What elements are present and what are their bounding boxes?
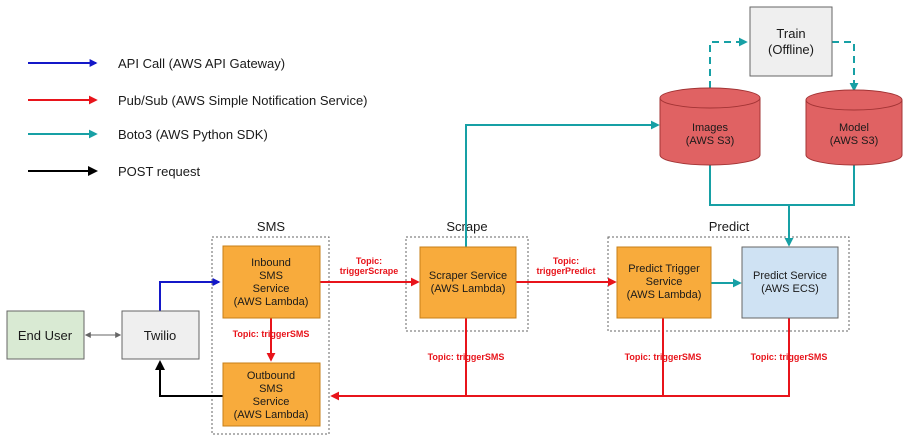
train-label-1: Train xyxy=(776,26,805,41)
end-user-label: End User xyxy=(18,328,73,343)
outbound-sms-node[interactable]: Outbound SMS Service (AWS Lambda) xyxy=(222,362,321,427)
inbound-label-3: Service xyxy=(253,283,290,295)
model-label-1: Model xyxy=(839,122,869,134)
predict-service-node[interactable]: Predict Service (AWS ECS) xyxy=(741,246,839,319)
twilio-node[interactable]: Twilio xyxy=(121,310,200,360)
predict-trigger-label-1: Predict Trigger xyxy=(628,263,700,275)
outbound-label-2: SMS xyxy=(259,383,283,395)
legend-api-label: API Call (AWS API Gateway) xyxy=(118,56,285,71)
edge-train-model xyxy=(832,41,859,92)
predict-group-title: Predict xyxy=(709,219,750,234)
legend-pubsub-label: Pub/Sub (AWS Simple Notification Service… xyxy=(118,93,368,108)
model-s3-node[interactable]: Model (AWS S3) xyxy=(805,89,903,166)
topic-trigger-sms-scraper: Topic: triggerSMS xyxy=(428,352,505,362)
outbound-label-4: (AWS Lambda) xyxy=(234,409,309,421)
topic-trigger-scrape-1: Topic: xyxy=(356,256,382,266)
topic-trigger-sms-predict-trigger: Topic: triggerSMS xyxy=(625,352,702,362)
scraper-service-node[interactable]: Scraper Service (AWS Lambda) xyxy=(419,246,517,319)
topic-trigger-scrape-2: triggerScrape xyxy=(340,266,399,276)
predict-service-label-1: Predict Service xyxy=(753,270,827,282)
edge-images-train xyxy=(709,37,748,88)
inbound-label-2: SMS xyxy=(259,270,283,282)
topic-trigger-sms-predict-service: Topic: triggerSMS xyxy=(751,352,828,362)
predict-group xyxy=(607,236,850,332)
images-label-1: Images xyxy=(692,122,729,134)
scraper-label-1: Scraper Service xyxy=(429,270,507,282)
scraper-label-2: (AWS Lambda) xyxy=(431,283,506,295)
outbound-label-3: Service xyxy=(253,396,290,408)
train-label-2: (Offline) xyxy=(768,42,814,57)
outbound-label-1: Outbound xyxy=(247,370,295,382)
legend: API Call (AWS API Gateway) Pub/Sub (AWS … xyxy=(28,56,368,179)
twilio-label: Twilio xyxy=(144,328,177,343)
model-label-2: (AWS S3) xyxy=(830,135,879,147)
edge-outbound-twilio xyxy=(155,360,223,397)
predict-service-label-2: (AWS ECS) xyxy=(761,283,819,295)
topic-trigger-sms-inbound: Topic: triggerSMS xyxy=(233,329,310,339)
legend-boto-label: Boto3 (AWS Python SDK) xyxy=(118,127,268,142)
train-node[interactable]: Train (Offline) xyxy=(749,6,833,77)
topic-trigger-predict-2: triggerPredict xyxy=(536,266,595,276)
inbound-label-4: (AWS Lambda) xyxy=(234,296,309,308)
predict-trigger-label-2: Service xyxy=(646,276,683,288)
images-s3-node[interactable]: Images (AWS S3) xyxy=(659,87,761,166)
sms-group xyxy=(211,236,330,435)
edge-images-predictservice xyxy=(709,165,789,206)
predict-trigger-label-3: (AWS Lambda) xyxy=(627,289,702,301)
inbound-label-1: Inbound xyxy=(251,257,291,269)
sms-group-title: SMS xyxy=(257,219,286,234)
topic-trigger-predict-1: Topic: xyxy=(553,256,579,266)
images-label-2: (AWS S3) xyxy=(686,135,735,147)
edge-scraper-images xyxy=(465,120,660,247)
legend-post-label: POST request xyxy=(118,164,201,179)
edge-twilio-inbound xyxy=(159,278,221,311)
inbound-sms-node[interactable]: Inbound SMS Service (AWS Lambda) xyxy=(222,245,321,319)
predict-trigger-node[interactable]: Predict Trigger Service (AWS Lambda) xyxy=(616,246,712,319)
end-user-node[interactable]: End User xyxy=(6,310,85,360)
edge-predictservice-sms xyxy=(330,318,790,401)
edge-model-predictservice xyxy=(789,165,855,206)
